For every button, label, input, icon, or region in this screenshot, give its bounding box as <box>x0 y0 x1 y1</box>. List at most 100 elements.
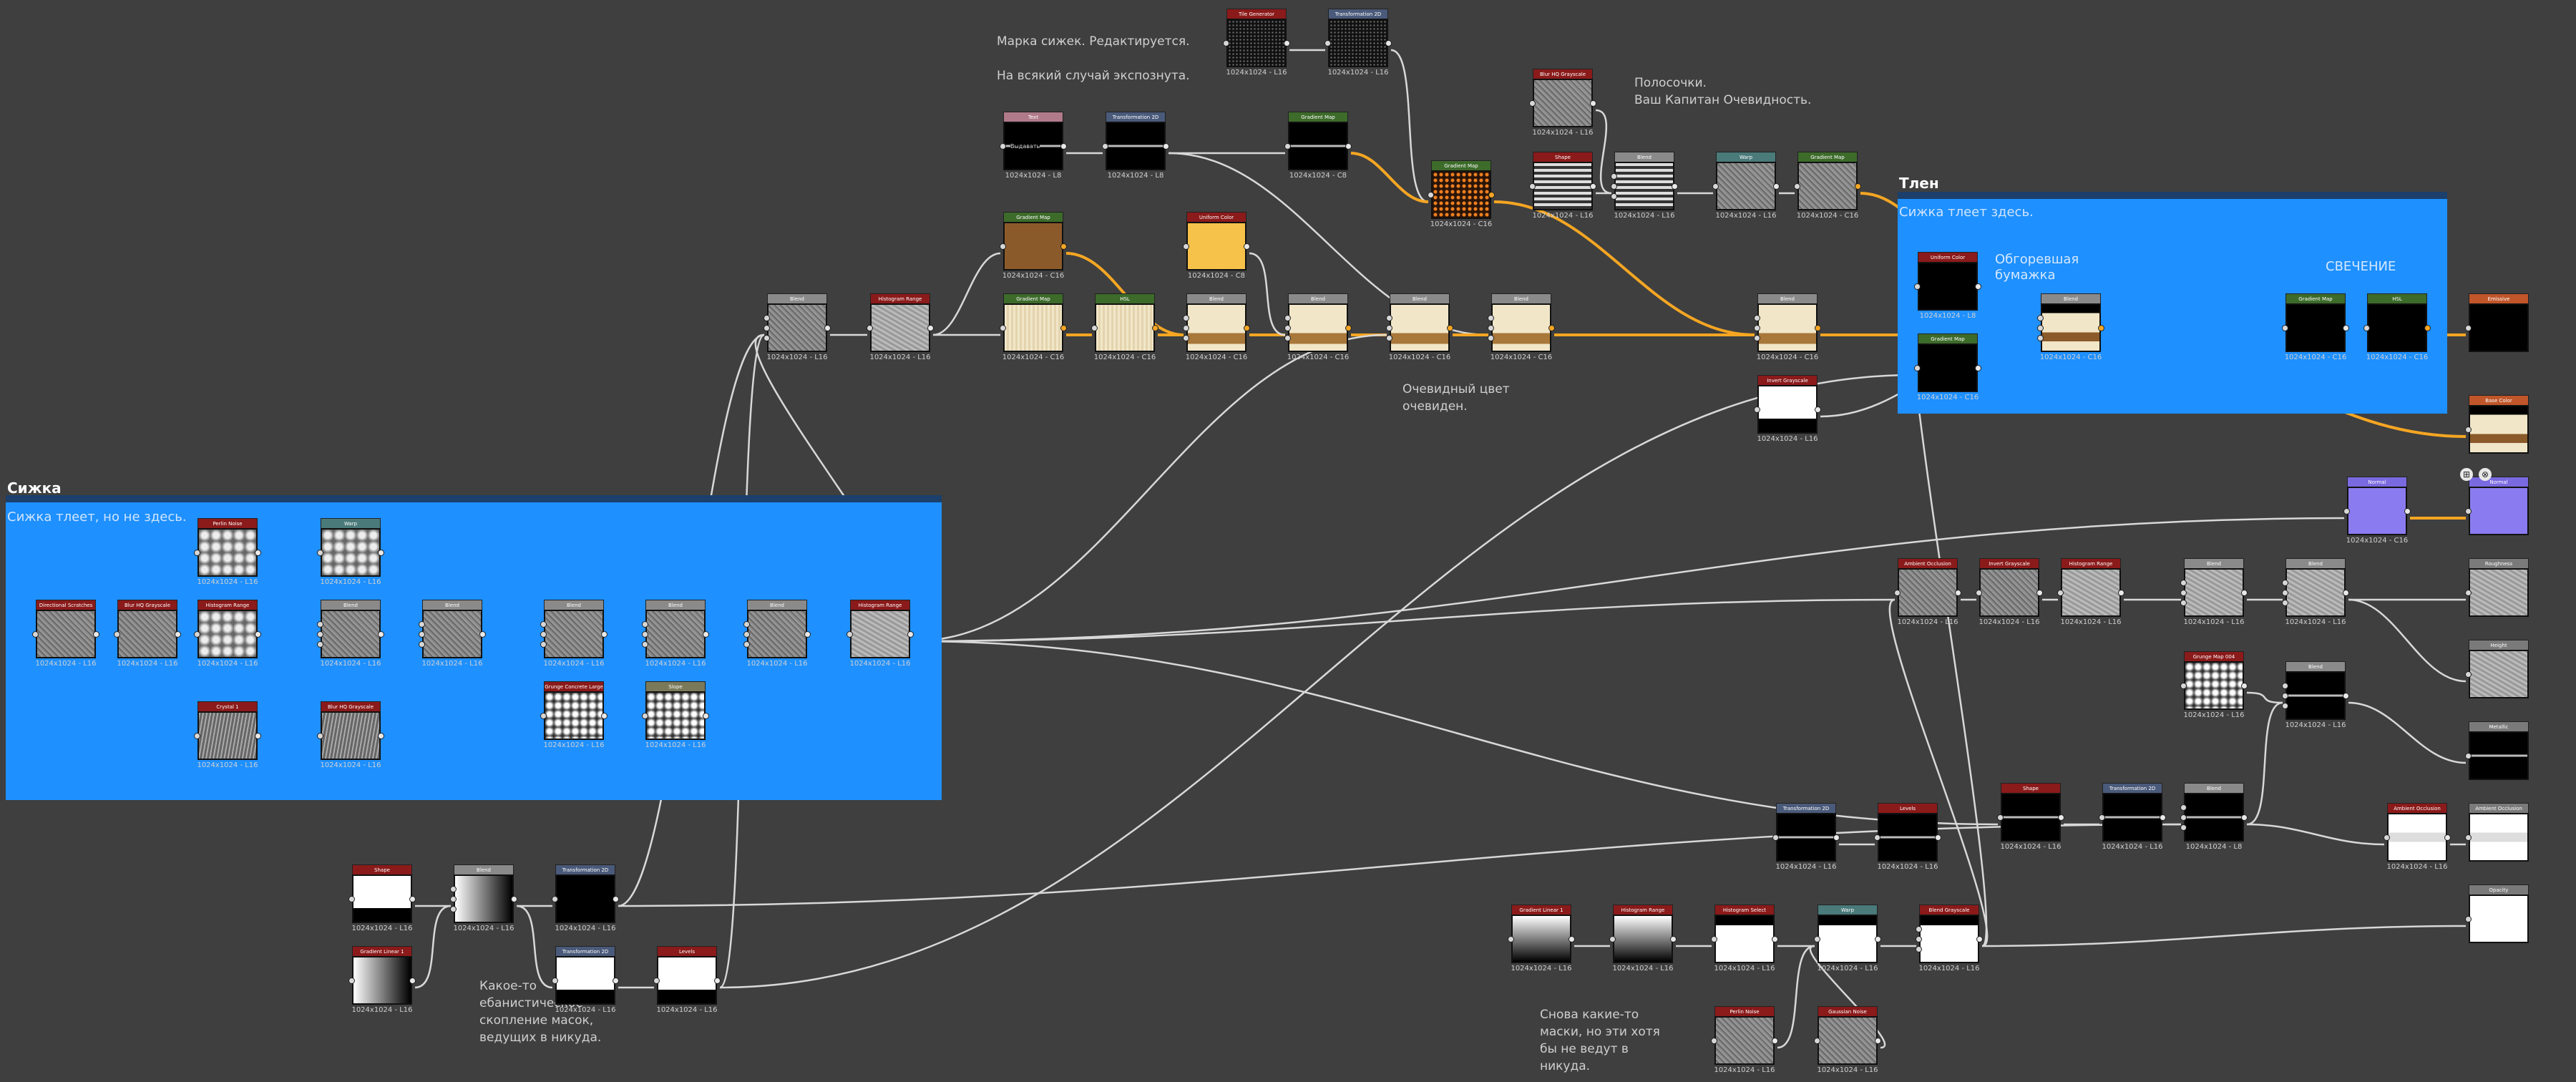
output-port[interactable] <box>613 978 619 984</box>
wire[interactable] <box>2348 701 2467 764</box>
input-port[interactable] <box>1894 590 1901 596</box>
output-port[interactable] <box>1773 183 1780 190</box>
wire[interactable] <box>1888 598 1989 947</box>
wire[interactable] <box>2246 701 2283 826</box>
input-port[interactable] <box>194 733 200 739</box>
input-port[interactable] <box>1284 143 1291 150</box>
input-port[interactable] <box>1611 173 1617 180</box>
output-port[interactable] <box>255 733 261 739</box>
output-port[interactable] <box>1060 325 1067 331</box>
output-port[interactable] <box>927 325 934 331</box>
output-port[interactable] <box>1060 143 1067 150</box>
input-port[interactable] <box>1508 936 1514 942</box>
comment-masks-again[interactable]: Снова какие-то маски, но эти хотя бы не … <box>1540 1008 1660 1073</box>
input-port[interactable] <box>2465 325 2472 331</box>
input-port[interactable] <box>1916 926 1922 932</box>
input-port[interactable] <box>2180 580 2187 586</box>
input-port[interactable] <box>317 621 323 628</box>
output-port[interactable] <box>1875 1038 1881 1044</box>
node-out-basecolor[interactable]: Base Color <box>2465 395 2529 462</box>
input-port[interactable] <box>1874 834 1880 841</box>
input-port[interactable] <box>1000 325 1006 331</box>
input-port[interactable] <box>2282 600 2288 606</box>
input-port[interactable] <box>317 550 323 556</box>
input-port[interactable] <box>2037 335 2044 341</box>
input-port[interactable] <box>1712 183 1719 190</box>
wire[interactable] <box>912 333 1387 643</box>
input-port[interactable] <box>1814 1038 1820 1044</box>
comment-color[interactable]: Очевидный цвет очевиден. <box>1402 382 1510 414</box>
output-port[interactable] <box>1163 143 1169 150</box>
wire[interactable] <box>1350 152 1429 203</box>
input-port[interactable] <box>1183 243 1189 250</box>
wire[interactable] <box>1777 945 1815 1049</box>
comment-brand[interactable]: Марка сижек. Редактируется. На всякий сл… <box>997 34 1190 83</box>
input-port[interactable] <box>642 641 648 648</box>
output-port[interactable] <box>1772 936 1778 942</box>
input-port[interactable] <box>1183 335 1189 341</box>
input-port[interactable] <box>1488 335 1494 341</box>
input-port[interactable] <box>2282 580 2288 586</box>
input-port[interactable] <box>1711 1038 1717 1044</box>
input-port[interactable] <box>2282 693 2288 699</box>
wire[interactable] <box>912 640 1999 826</box>
output-port[interactable] <box>378 631 384 638</box>
input-port[interactable] <box>1609 936 1616 942</box>
input-port[interactable] <box>348 978 355 984</box>
input-port[interactable] <box>743 641 750 648</box>
input-port[interactable] <box>1611 193 1617 200</box>
output-port[interactable] <box>1345 143 1352 150</box>
input-port[interactable] <box>317 641 323 648</box>
input-port[interactable] <box>1102 143 1108 150</box>
output-port[interactable] <box>1060 243 1067 250</box>
wire[interactable] <box>2246 691 2283 704</box>
output-port[interactable] <box>714 978 721 984</box>
wire[interactable] <box>1809 945 1886 1049</box>
input-port[interactable] <box>1529 100 1536 107</box>
wire[interactable] <box>912 598 1896 643</box>
comment-stripes[interactable]: Полосочки. Ваш Капитан Очевидность. <box>1634 76 1812 107</box>
input-port[interactable] <box>419 621 425 628</box>
input-port[interactable] <box>1386 335 1392 341</box>
close-icon[interactable]: ⊗ <box>2479 468 2492 481</box>
input-port[interactable] <box>1324 40 1331 47</box>
output-port[interactable] <box>1833 834 1840 841</box>
input-port[interactable] <box>2180 600 2187 606</box>
input-port[interactable] <box>1914 283 1921 290</box>
wire[interactable] <box>2348 598 2467 683</box>
input-port[interactable] <box>1794 183 1800 190</box>
output-port[interactable] <box>2404 508 2411 515</box>
output-port[interactable] <box>907 631 914 638</box>
input-port[interactable] <box>1284 325 1291 331</box>
input-port[interactable] <box>2465 427 2472 433</box>
output-port[interactable] <box>824 325 831 331</box>
input-port[interactable] <box>1529 183 1536 190</box>
